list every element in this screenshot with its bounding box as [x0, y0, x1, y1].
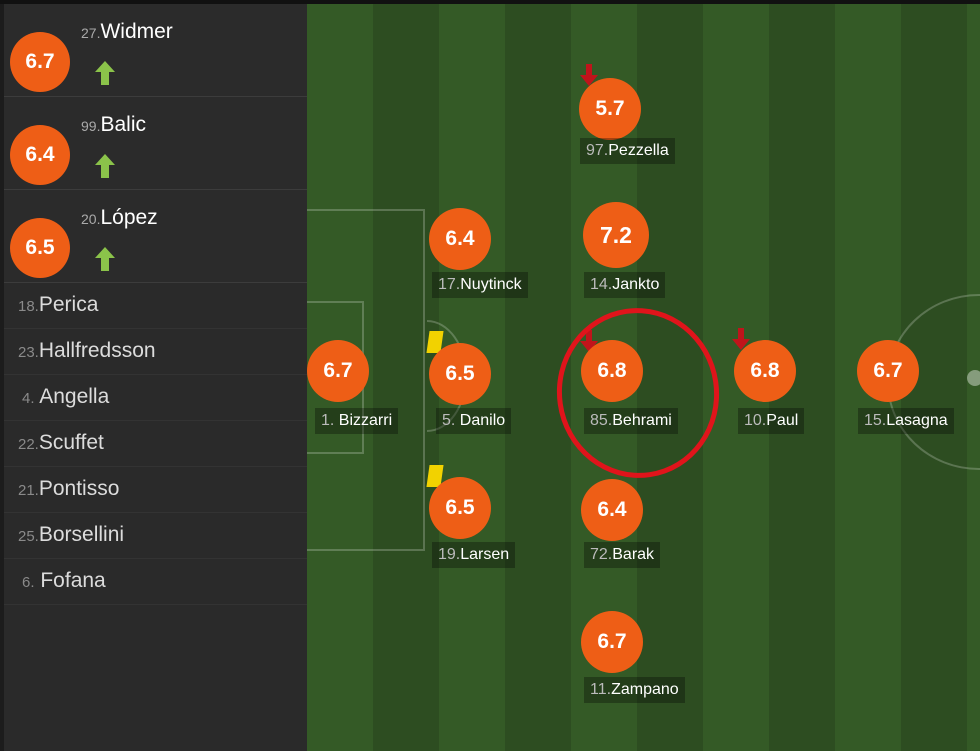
bench-item-hallfredsson[interactable]: 23.Hallfredsson: [4, 329, 307, 375]
player-label: 11.Zampano: [584, 677, 685, 703]
substitute-item-widmer[interactable]: 6.7 27.Widmer: [4, 4, 307, 97]
rating-badge: 6.4: [429, 208, 491, 270]
player-name: Paul: [766, 412, 799, 429]
player-name: Larsen: [460, 546, 510, 563]
arrow-down-icon: [732, 328, 750, 350]
rating-badge: 6.7: [857, 340, 919, 402]
player-number: 27.: [81, 25, 101, 41]
player-label: 17.Nuytinck: [432, 272, 528, 298]
center-spot: [967, 370, 980, 386]
bench-item-perica[interactable]: 18.Perica: [4, 283, 307, 329]
player-number: 5.: [442, 412, 456, 429]
top-border: [0, 0, 980, 4]
player-number: 11.: [590, 681, 612, 698]
player-number: 19.: [438, 546, 461, 563]
player-number: 21.: [18, 482, 39, 499]
rating-badge: 6.4: [581, 479, 643, 541]
player-number: 22.: [18, 436, 39, 453]
player-name: Nuytinck: [460, 276, 522, 293]
player-name: Bizzarri: [338, 412, 393, 429]
arrow-down-icon: [580, 64, 598, 86]
player-number: 85.: [590, 412, 613, 429]
player-number: 72.: [590, 546, 613, 563]
rating-badge: 6.7: [307, 340, 369, 402]
player-number: 1.: [321, 412, 335, 429]
player-name: Widmer: [100, 20, 173, 43]
arrow-up-icon: [95, 247, 115, 271]
player-label: 85.Behrami: [584, 408, 678, 434]
rating-badge: 6.5: [429, 477, 491, 539]
rating-badge: 6.7: [10, 32, 70, 92]
player-name: Lasagna: [886, 412, 948, 429]
player-label: 97.Pezzella: [580, 138, 675, 164]
player-label: 14.Jankto: [584, 272, 666, 298]
player-name: Pezzella: [608, 142, 669, 159]
bench-item-borsellini[interactable]: 25.Borsellini: [4, 513, 307, 559]
player-name: Fofana: [40, 569, 106, 592]
player-label: 72.Barak: [584, 542, 661, 568]
player-label: 10.Paul: [738, 408, 805, 434]
player-name: Zampano: [611, 681, 679, 698]
player-number: 17.: [438, 276, 461, 293]
player-name: Hallfredsson: [38, 339, 156, 362]
rating-badge: 6.5: [429, 343, 491, 405]
player-name: Borsellini: [38, 523, 125, 546]
rating-badge: 6.8: [734, 340, 796, 402]
player-label: 15.Lasagna: [858, 408, 954, 434]
player-name: Behrami: [612, 412, 672, 429]
bench-item-angella[interactable]: 4. Angella: [4, 375, 307, 421]
substitute-item-lopez[interactable]: 6.5 20.López: [4, 190, 307, 283]
player-name: Balic: [100, 113, 146, 136]
player-name: Scuffet: [38, 431, 104, 454]
player-number: 18.: [18, 298, 39, 315]
player-number: 10.: [744, 412, 767, 429]
player-number: 15.: [864, 412, 887, 429]
player-name: Danilo: [459, 412, 506, 429]
penalty-area: [307, 209, 425, 551]
player-number: 20.: [81, 211, 101, 227]
bench-item-fofana[interactable]: 6. Fofana: [4, 559, 307, 605]
player-number: 14.: [590, 276, 613, 293]
player-number: 4.: [22, 390, 35, 407]
substitutes-panel: 6.7 27.Widmer 6.4 99.Balic 6.5 20.López …: [4, 4, 307, 751]
player-label: 1. Bizzarri: [315, 408, 399, 434]
player-number: 23.: [18, 344, 39, 361]
bench-item-scuffet[interactable]: 22.Scuffet: [4, 421, 307, 467]
rating-badge: 6.7: [581, 611, 643, 673]
rating-badge: 7.2: [583, 202, 649, 268]
player-label: 19.Larsen: [432, 542, 516, 568]
player-number: 25.: [18, 528, 39, 545]
player-number: 6.: [22, 574, 35, 591]
player-name: López: [100, 206, 158, 229]
rating-badge: 6.5: [10, 218, 70, 278]
player-name: Perica: [38, 293, 99, 316]
rating-badge: 6.8: [581, 340, 643, 402]
player-label: 5. Danilo: [436, 408, 512, 434]
player-number: 99.: [81, 118, 101, 134]
bench-item-pontisso[interactable]: 21.Pontisso: [4, 467, 307, 513]
rating-badge: 6.4: [10, 125, 70, 185]
player-name: Angella: [39, 385, 110, 408]
player-name: Pontisso: [38, 477, 120, 500]
player-name: Jankto: [612, 276, 660, 293]
rating-badge: 5.7: [579, 78, 641, 140]
arrow-up-icon: [95, 61, 115, 85]
substitute-item-balic[interactable]: 6.4 99.Balic: [4, 97, 307, 190]
player-name: Barak: [612, 546, 655, 563]
player-number: 97.: [586, 142, 609, 159]
arrow-up-icon: [95, 154, 115, 178]
